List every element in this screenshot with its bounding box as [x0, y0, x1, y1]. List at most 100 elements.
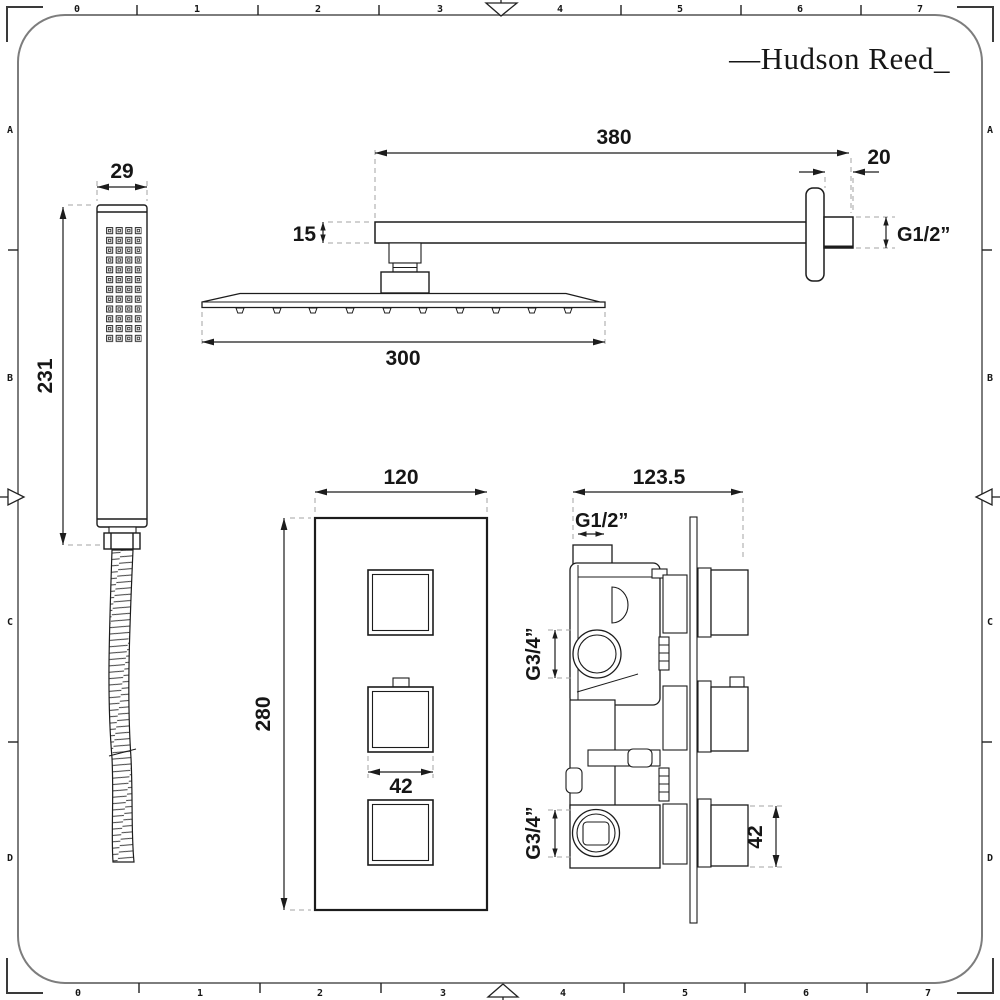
- shower-head-arm-view: 380 20 15 G1/2” 300: [201, 126, 950, 370]
- centre-marker-bottom: [486, 983, 520, 1000]
- svg-text:D: D: [987, 853, 993, 864]
- svg-text:2: 2: [315, 4, 321, 15]
- svg-text:G1/2”: G1/2”: [897, 224, 950, 246]
- dimension-valve-depth: 123.5: [572, 466, 744, 560]
- valve-body-side: [565, 516, 749, 924]
- svg-text:3: 3: [437, 4, 443, 15]
- corner-bracket-top-right: [957, 6, 994, 42]
- ruler-letters-left: A B C D: [7, 125, 13, 864]
- svg-text:C: C: [987, 617, 993, 628]
- ruler-numbers-bottom: 0 1 2 3 4 5 6 7: [75, 988, 931, 999]
- handle-cylinder-1: [710, 569, 749, 636]
- valve-handle-bottom: [367, 799, 434, 866]
- svg-text:7: 7: [917, 4, 923, 15]
- valve-handle-middle: [367, 677, 434, 753]
- shower-hose: [108, 549, 137, 863]
- svg-text:5: 5: [677, 4, 683, 15]
- svg-text:42: 42: [744, 825, 767, 848]
- dimension-handle-width: 42: [367, 756, 434, 798]
- ruler-letters-right: A B C D: [987, 125, 993, 864]
- handle-indicator-tab: [392, 677, 410, 688]
- hose-nut: [103, 532, 141, 550]
- svg-text:300: 300: [385, 347, 420, 370]
- hand-shower-view: 29 231: [34, 160, 148, 863]
- corner-bracket-bottom-right: [957, 958, 994, 994]
- svg-text:20: 20: [867, 146, 890, 169]
- svg-text:G3/4”: G3/4”: [523, 806, 545, 859]
- svg-text:B: B: [7, 373, 13, 384]
- dimension-arm-thread: G1/2”: [856, 216, 950, 249]
- centre-marker-right: [974, 487, 1000, 507]
- shower-arm: [374, 221, 809, 244]
- svg-text:0: 0: [75, 988, 81, 999]
- svg-text:5: 5: [682, 988, 688, 999]
- handle-cylinder-2: [710, 686, 749, 752]
- svg-text:0: 0: [74, 4, 80, 15]
- svg-text:120: 120: [383, 466, 418, 489]
- centre-marker-left: [0, 487, 26, 507]
- handle-collar-2: [697, 680, 712, 753]
- sheet-border: [17, 14, 983, 984]
- svg-text:A: A: [7, 125, 13, 136]
- svg-text:15: 15: [293, 223, 317, 246]
- svg-text:6: 6: [803, 988, 809, 999]
- svg-text:A: A: [987, 125, 993, 136]
- brand-logo: —Hudson Reed_: [728, 41, 950, 76]
- head-mount-stem: [388, 242, 422, 264]
- arm-wall-plate: [805, 187, 825, 282]
- svg-text:123.5: 123.5: [633, 466, 686, 489]
- dimension-valve-width: 120: [314, 466, 488, 514]
- dimension-port-bottom-thread: G3/4”: [523, 806, 574, 860]
- valve-front-view: 120 280 42: [252, 466, 489, 912]
- dimension-handset-length: 231: [34, 204, 100, 546]
- dimension-port-top-thread: G3/4”: [523, 627, 574, 681]
- svg-text:1: 1: [194, 4, 200, 15]
- cartridge-stem-upper: [658, 636, 670, 671]
- dimension-wall-stub: 20: [799, 146, 891, 214]
- dimension-head-width: 300: [201, 312, 606, 370]
- svg-text:G1/2”: G1/2”: [575, 510, 628, 532]
- dimension-valve-height: 280: [252, 517, 311, 911]
- handle-collar-1: [697, 567, 712, 638]
- handset-spray-face: [106, 227, 142, 343]
- handle-stem-1: [662, 574, 688, 634]
- shower-head-plate: [201, 292, 606, 309]
- svg-text:4: 4: [557, 4, 563, 15]
- head-mount-block: [380, 271, 430, 294]
- svg-text:B: B: [987, 373, 993, 384]
- svg-text:C: C: [7, 617, 13, 628]
- cartridge-stem-lower: [658, 767, 670, 802]
- valve-handle-top: [367, 569, 434, 636]
- head-nozzles: [235, 307, 573, 314]
- corner-bracket-bottom-left: [6, 958, 43, 994]
- dimension-handle-depth: 42: [744, 805, 784, 868]
- svg-text:280: 280: [252, 696, 275, 731]
- handle-stem-2: [662, 685, 688, 751]
- arm-wall-stub: [823, 216, 854, 249]
- handset-neck: [108, 526, 137, 534]
- dimension-handset-width: 29: [96, 160, 148, 201]
- svg-text:2: 2: [317, 988, 323, 999]
- svg-text:231: 231: [34, 358, 57, 393]
- svg-text:1: 1: [197, 988, 203, 999]
- valve-side-view: 123.5 G1/2”: [523, 466, 784, 924]
- ruler-numbers-top: 0 1 2 3 4 5 6 7: [74, 4, 923, 15]
- ruler-ticks: [8, 5, 992, 993]
- handle-tab-side: [729, 676, 745, 688]
- handle-cylinder-3: [710, 804, 749, 867]
- svg-text:G3/4”: G3/4”: [523, 627, 545, 680]
- centre-marker-top: [484, 0, 519, 17]
- svg-text:4: 4: [560, 988, 566, 999]
- svg-text:3: 3: [440, 988, 446, 999]
- dimension-arm-height: 15: [293, 221, 371, 246]
- svg-text:29: 29: [110, 160, 133, 183]
- svg-text:7: 7: [925, 988, 931, 999]
- svg-text:380: 380: [596, 126, 631, 149]
- svg-text:D: D: [7, 853, 13, 864]
- dimension-inlet-thread: G1/2”: [575, 510, 628, 537]
- wall-plate-edge: [689, 516, 698, 924]
- handle-collar-3: [697, 798, 712, 868]
